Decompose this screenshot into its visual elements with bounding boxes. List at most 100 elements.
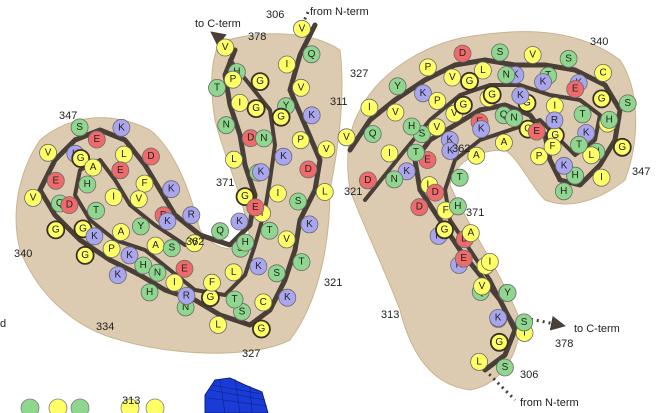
residue-letter: K	[168, 184, 175, 195]
residue-P	[291, 131, 310, 150]
residue-letter: E	[181, 263, 188, 274]
residue-letter: V	[283, 234, 290, 245]
residue-letter: V	[449, 72, 456, 83]
residue-L	[470, 352, 489, 371]
residue-K	[112, 118, 131, 137]
bottom-residue	[145, 398, 165, 413]
residue-V	[443, 68, 462, 87]
left-label-371: 371	[216, 177, 234, 189]
residue-letter: S	[273, 268, 280, 279]
residue-P	[428, 92, 447, 110]
residue-N	[254, 129, 273, 148]
residue-letter: I	[523, 327, 526, 338]
residue-letter: K	[236, 216, 243, 227]
residue-G	[246, 99, 266, 118]
residue-letter: I	[553, 100, 556, 111]
residue-N	[505, 109, 523, 127]
panel-letter: d	[0, 318, 6, 330]
residue-letter: I	[173, 277, 176, 288]
residue-F	[135, 174, 154, 193]
residue-letter: G	[598, 93, 606, 104]
residue-letter: T	[232, 294, 238, 305]
residue-K	[120, 246, 139, 265]
residue-F	[203, 273, 221, 292]
right-from-nterm-label: from N-term	[520, 397, 579, 409]
residue-G	[271, 107, 291, 127]
residue-letter: P	[108, 244, 115, 255]
residue-letter: T	[214, 82, 220, 93]
residue-letter: K	[258, 167, 265, 178]
right-label-313: 313	[381, 309, 399, 321]
residue-letter: E	[117, 165, 124, 176]
residue-letter: A	[501, 137, 508, 148]
residue-P	[418, 58, 437, 77]
residue-A	[112, 223, 130, 241]
residue-letter: E	[533, 126, 540, 137]
residue-Q	[363, 125, 382, 143]
residue-S	[559, 49, 578, 68]
residue-letter: N	[182, 302, 189, 313]
residue-letter: G	[495, 337, 503, 348]
residue-letter: G	[460, 100, 468, 111]
residue-I	[380, 144, 399, 163]
residue-G	[453, 95, 473, 115]
residue-letter: I	[600, 172, 603, 183]
residue-letter: H	[571, 170, 578, 181]
residue-V	[427, 118, 446, 137]
residue-letter: Y	[504, 287, 511, 298]
residue-letter: I	[388, 148, 391, 159]
residue-letter: E	[460, 253, 467, 264]
label-313-bottom: 313	[122, 395, 140, 407]
left-backbone-inner	[73, 58, 277, 297]
residue-letter: L	[476, 356, 482, 367]
residue-letter: K	[561, 160, 568, 171]
residue-I	[268, 184, 287, 203]
left-to-cterm-label: to C-term	[195, 18, 241, 30]
right-label-321: 321	[344, 186, 362, 198]
residue-letter: K	[306, 219, 313, 230]
residue-letter: V	[191, 238, 198, 249]
residue-R	[545, 111, 564, 130]
residue-letter: E	[572, 84, 579, 95]
residue-letter: K	[118, 122, 125, 133]
residue-S	[490, 43, 509, 62]
residue-letter: H	[606, 114, 613, 125]
residue-letter: G	[466, 76, 474, 87]
residue-letter: V	[222, 42, 229, 53]
residue-letter: G	[256, 76, 264, 87]
bottom-residue	[48, 398, 68, 413]
residue-V	[523, 46, 542, 64]
residue-letter: S	[295, 196, 302, 207]
residue-P	[530, 147, 548, 166]
residue-letter: D	[459, 48, 466, 59]
residue-letter: N	[391, 174, 398, 185]
right-label-327: 327	[350, 68, 368, 80]
residue-E	[246, 198, 265, 217]
left-from-nterm-label: from N-term	[310, 6, 369, 18]
residue-G	[235, 187, 255, 207]
residue-letter: H	[242, 237, 249, 248]
residue-letter: F	[209, 277, 215, 288]
residue-letter: I	[286, 59, 289, 70]
residue-S	[495, 358, 514, 377]
residue-E	[46, 171, 65, 190]
residue-letter: Q	[56, 198, 64, 209]
right-label-340: 340	[590, 36, 608, 48]
residue-letter: A	[152, 240, 159, 251]
residue-letter: Q	[216, 226, 224, 237]
residue-letter: T	[576, 139, 582, 150]
residue-K	[230, 212, 249, 231]
residue-letter: S	[239, 306, 246, 317]
residue-letter: I	[489, 256, 492, 267]
residue-letter: Q	[308, 49, 316, 60]
residue-T	[87, 201, 105, 220]
residue-D	[426, 183, 445, 202]
residue-letter: L	[480, 65, 486, 76]
residue-T	[406, 143, 425, 162]
residue-T	[260, 221, 279, 240]
residue-letter: K	[540, 77, 547, 88]
residue-V	[277, 230, 296, 249]
residue-letter: S	[565, 53, 572, 64]
blue-density-grid	[207, 378, 268, 413]
residue-letter: G	[241, 191, 249, 202]
